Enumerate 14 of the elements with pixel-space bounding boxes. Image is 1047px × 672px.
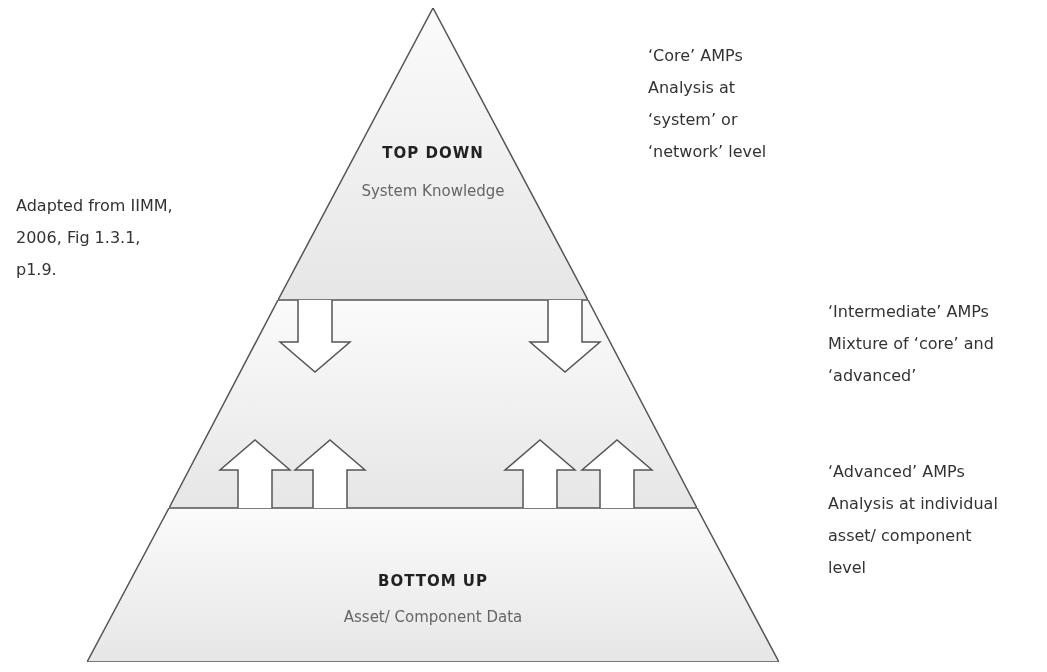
source-note: Adapted from IIMM, 2006, Fig 1.3.1, p1.9. xyxy=(16,195,174,281)
source-note: ‘Intermediate’ AMPs Mixture of ‘core’ and ‘advanced’ xyxy=(828,301,995,387)
block-arrow xyxy=(579,439,655,509)
block-arrow xyxy=(217,439,293,509)
band-heading: BOTTOM UP xyxy=(376,572,490,590)
block-arrow xyxy=(292,439,368,509)
block-arrow xyxy=(502,439,578,509)
block-arrow xyxy=(527,299,603,373)
side-note: ‘Advanced’ AMPs Analysis at individual asset/ component level xyxy=(828,461,999,579)
band-heading: TOP DOWN xyxy=(381,144,485,162)
band-text: Asset/ Component Data xyxy=(342,608,524,626)
band-text: System Knowledge xyxy=(360,182,506,200)
side-note: ‘Core’ AMPs Analysis at ‘system’ or ‘network’ level xyxy=(648,45,768,163)
block-arrow xyxy=(277,299,353,373)
